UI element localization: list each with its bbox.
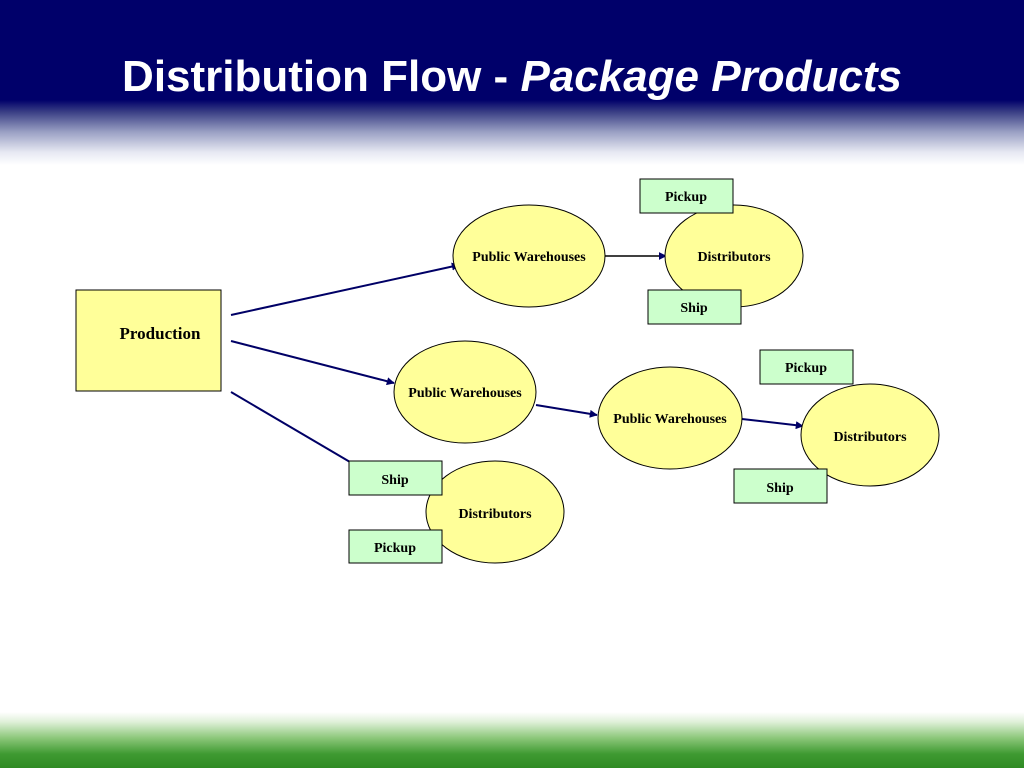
arrow-production-to-warehouses-top xyxy=(230,262,460,316)
ship-bottom-tag: Ship xyxy=(348,460,443,496)
pickup-bottom-tag: Pickup xyxy=(348,529,443,564)
public-warehouses-mid-right-node: Public Warehouses xyxy=(597,366,743,470)
distributors-bottom-node: Distributors xyxy=(425,460,565,564)
public-warehouses-mid-node: Public Warehouses xyxy=(393,340,537,444)
arrow-production-to-warehouses-mid xyxy=(230,340,395,386)
distributors-right-label: Distributors xyxy=(833,430,907,445)
ship-top-label: Ship xyxy=(680,301,707,316)
pickup-right-tag: Pickup xyxy=(759,349,854,385)
public-warehouses-mid-right-label: Public Warehouses xyxy=(613,412,727,427)
arrow-warehouses-mid-right-to-distributors-right xyxy=(741,418,804,430)
distributors-right-node: Distributors xyxy=(800,383,940,487)
production-label: Production xyxy=(120,324,201,343)
slide-title-main: Distribution Flow - xyxy=(122,52,521,101)
distributors-bottom-label: Distributors xyxy=(458,507,532,522)
distributors-top-label: Distributors xyxy=(697,250,771,265)
slide-title-italic: Package Products xyxy=(520,52,902,101)
ship-right-label: Ship xyxy=(766,481,793,496)
ship-top-tag: Ship xyxy=(647,289,742,325)
public-warehouses-mid-label: Public Warehouses xyxy=(408,386,522,401)
public-warehouses-top-node: Public Warehouses xyxy=(452,204,606,308)
pickup-top-tag: Pickup xyxy=(639,178,734,214)
production-node: Production xyxy=(75,289,222,392)
header-band xyxy=(0,0,1024,165)
ship-right-tag: Ship xyxy=(733,468,828,504)
footer-band xyxy=(0,712,1024,768)
pickup-bottom-label: Pickup xyxy=(374,541,416,556)
pickup-top-label: Pickup xyxy=(665,190,707,205)
arrow-warehouses-mid-to-warehouses-mid-right xyxy=(535,404,598,418)
distributors-top-node: Distributors xyxy=(664,204,804,308)
line-production-to-distributors-bottom xyxy=(230,391,351,463)
pickup-right-label: Pickup xyxy=(785,361,827,376)
ship-bottom-label: Ship xyxy=(381,473,408,488)
slide-title: Distribution Flow - Package Products xyxy=(0,47,1024,107)
public-warehouses-top-label: Public Warehouses xyxy=(472,250,586,265)
